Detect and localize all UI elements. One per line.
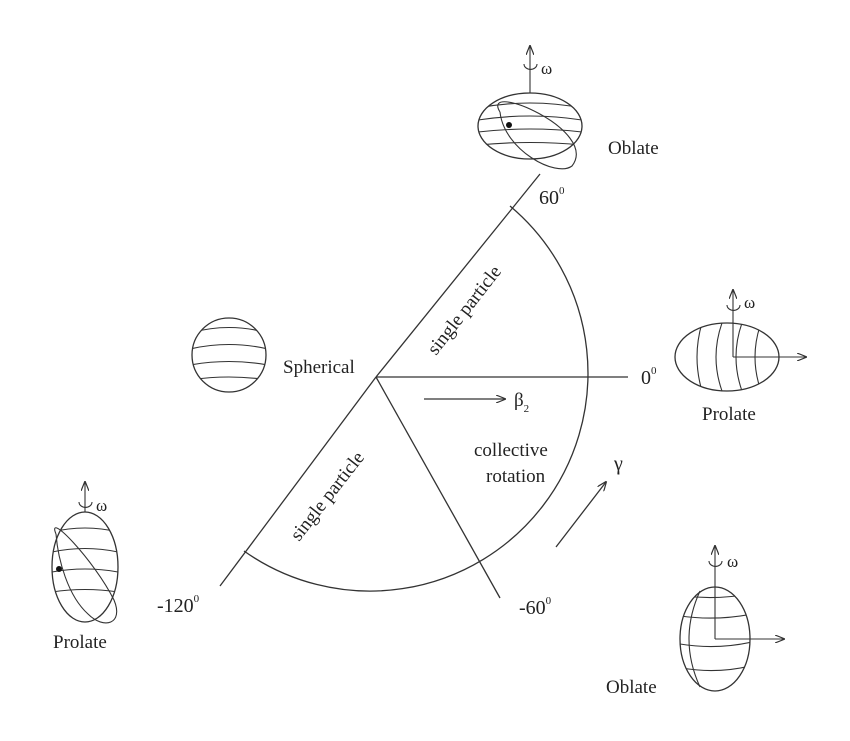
gamma-arc (243, 205, 589, 592)
prolate-nucleus-right: ω Prolate (674, 290, 806, 425)
rotation-label: rotation (486, 466, 546, 487)
oblate-nucleus-lower-right: ω Oblate (606, 546, 784, 698)
omega-label-right: ω (744, 293, 755, 312)
omega-label-top: ω (541, 59, 552, 78)
shape-label-oblate-lower-right: Oblate (606, 677, 657, 698)
axis-minus-60-degree (375, 376, 501, 599)
oblate-nucleus-top: ω Oblate (477, 46, 659, 170)
prolate-nucleus-left: ω Prolate (51, 482, 119, 653)
single-particle-lower-label: single particle (286, 448, 368, 545)
spherical-label: Spherical (283, 357, 355, 378)
particle-dot-left (56, 566, 62, 572)
collective-label: collective (474, 440, 548, 461)
angle-minus-60-label: -600 (519, 595, 552, 619)
gamma-arrow (555, 482, 606, 548)
particle-dot-top (506, 122, 512, 128)
gamma-label: γ (613, 453, 623, 475)
axis-60-degree (375, 173, 541, 378)
axis-minus-120-degree (219, 376, 377, 587)
shape-label-oblate-top: Oblate (608, 138, 659, 159)
omega-label-left: ω (96, 496, 107, 515)
angle-minus-120-label: -1200 (157, 593, 200, 617)
beta-label: β2 (514, 390, 529, 415)
omega-label-lower-right: ω (727, 552, 738, 571)
orbit-left (54, 527, 118, 624)
shape-label-prolate-left: Prolate (53, 632, 107, 653)
single-particle-upper-label: single particle (423, 262, 505, 359)
orbit-top (497, 101, 577, 170)
angle-0-label: 00 (641, 365, 657, 389)
shape-label-prolate-right: Prolate (702, 404, 756, 425)
spherical-nucleus (191, 317, 267, 393)
angle-60-label: 600 (539, 185, 565, 209)
